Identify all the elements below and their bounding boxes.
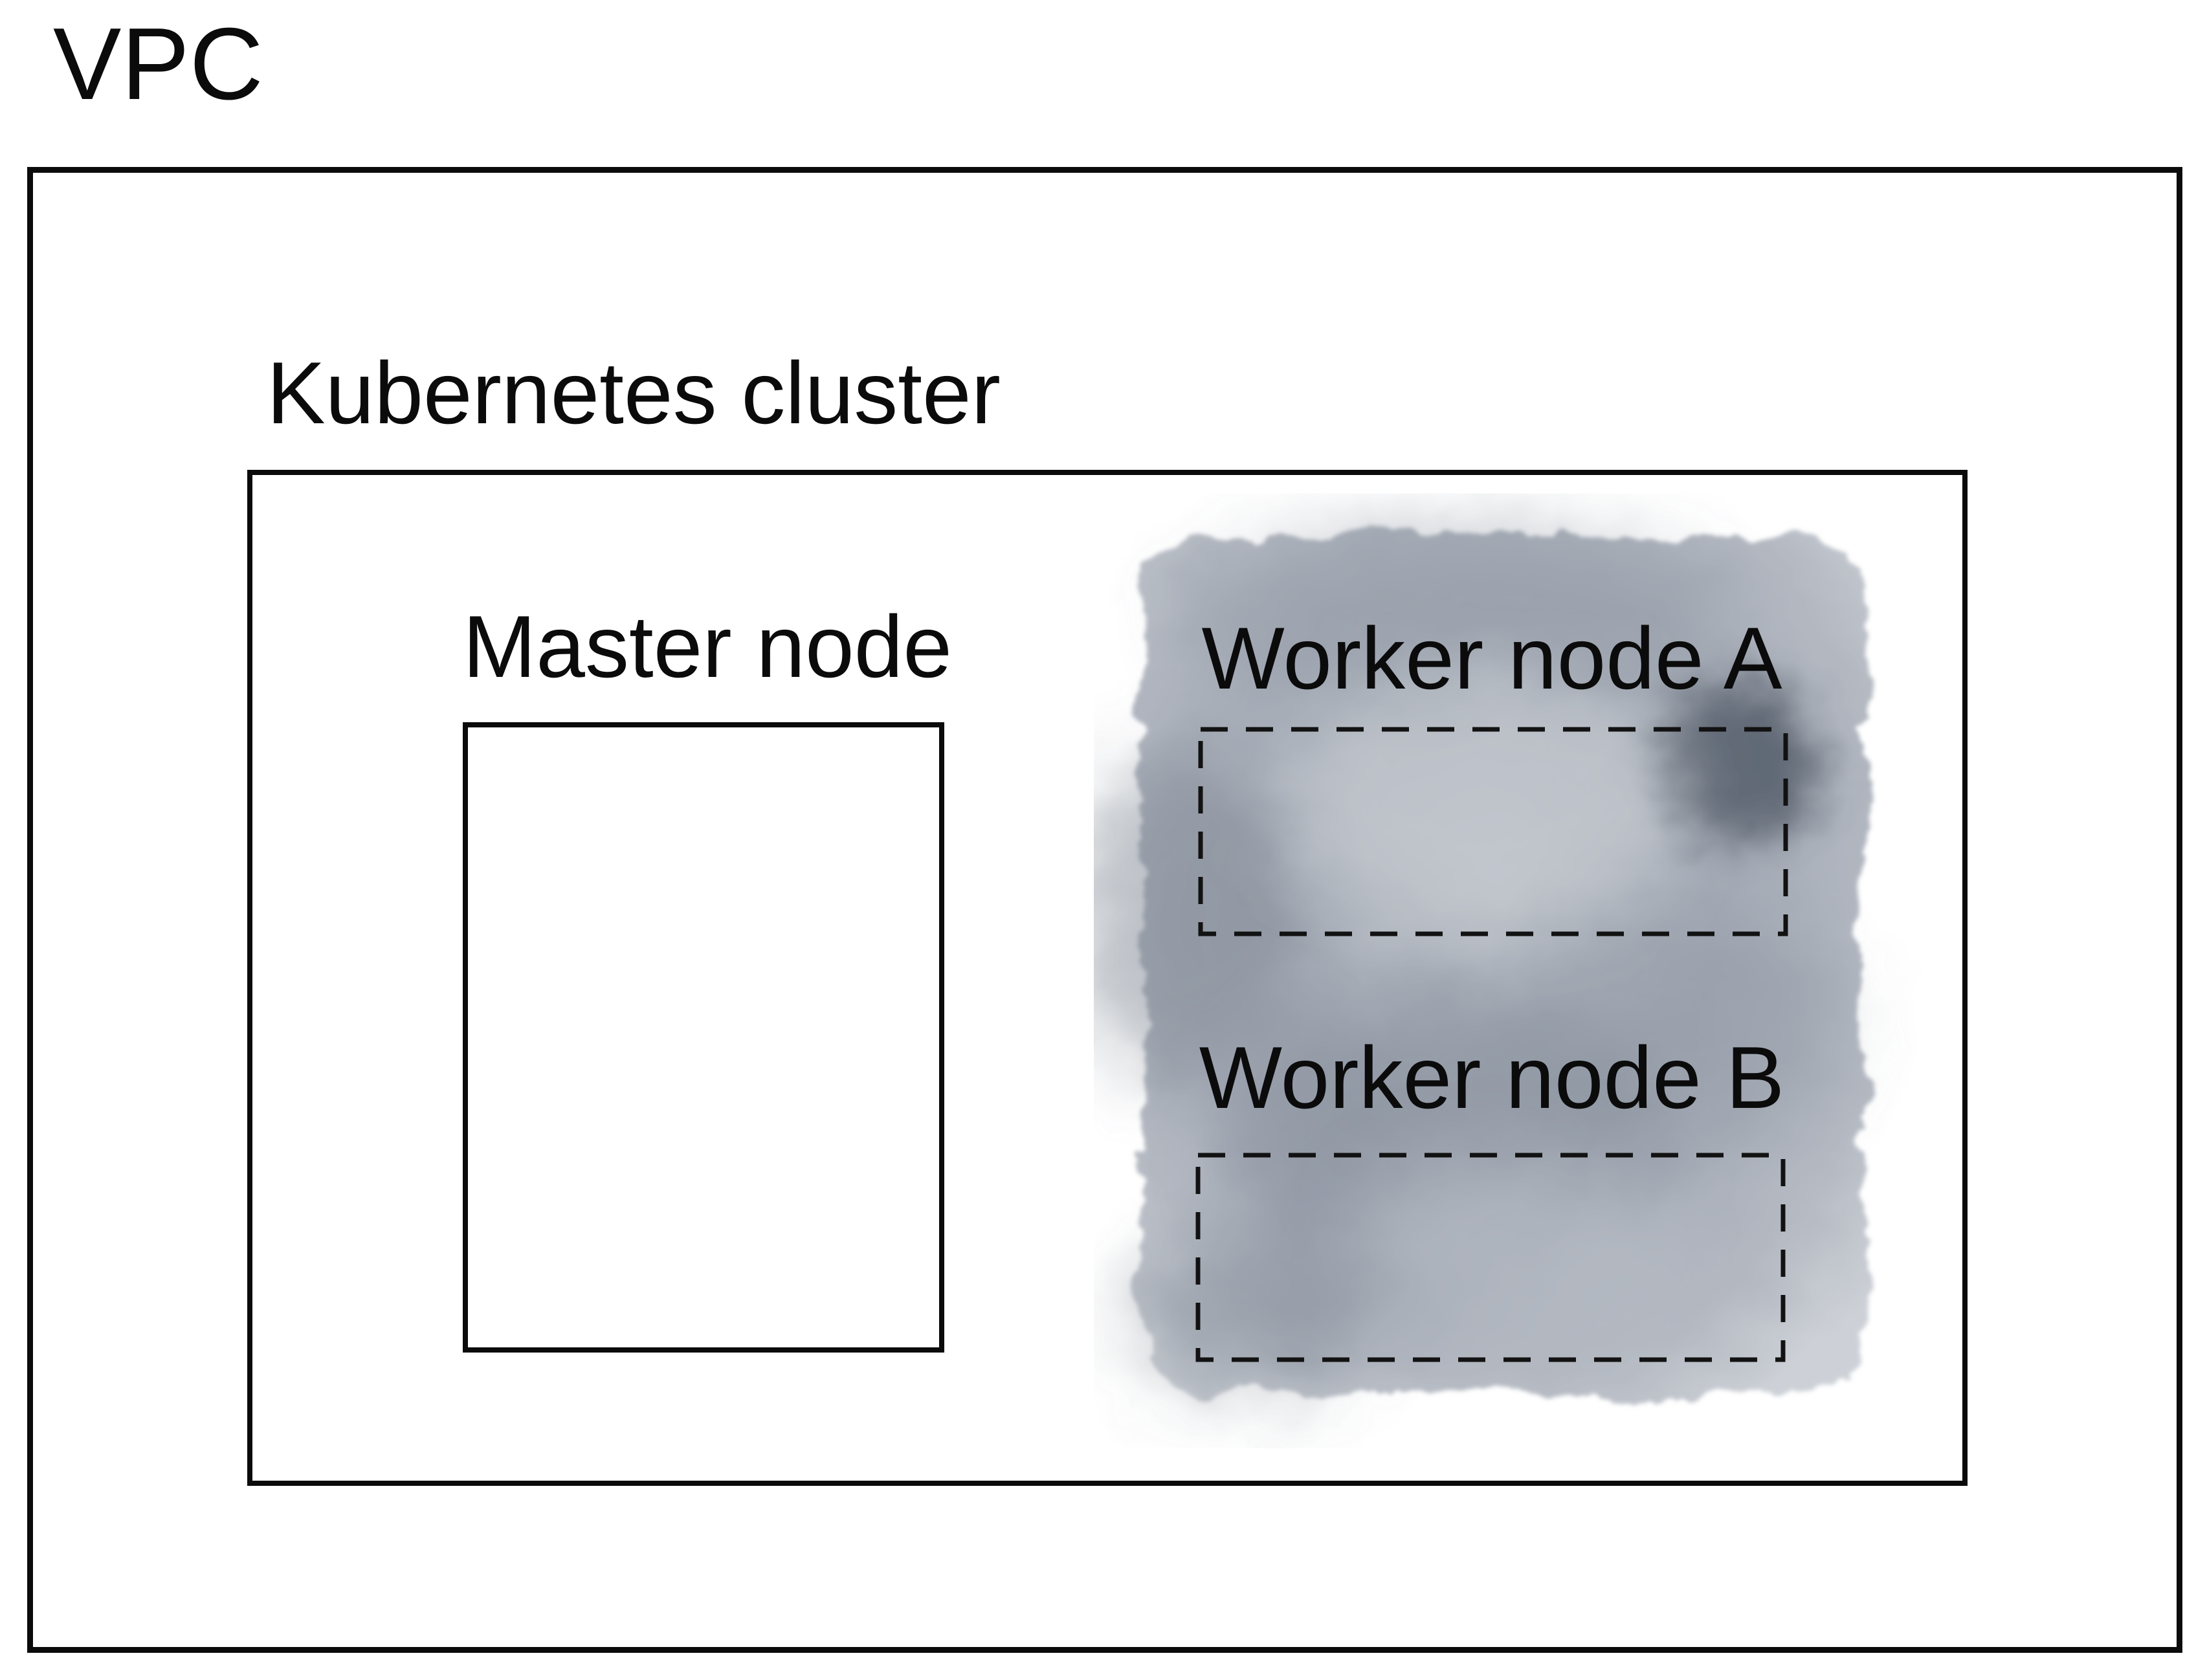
master-node-box [463, 722, 944, 1353]
worker-node-b-box [1195, 1153, 1786, 1362]
worker-node-a-label: Worker node A [1201, 609, 1782, 707]
kubernetes-cluster-label: Kubernetes cluster [267, 344, 1001, 442]
worker-node-b-label: Worker node B [1199, 1028, 1785, 1127]
watercolor-wash [1094, 523, 1864, 1397]
worker-node-a-box [1198, 727, 1788, 936]
kubernetes-cluster-box [247, 470, 1968, 1486]
master-node-label: Master node [463, 597, 952, 696]
worker-node-a-dashed-border [1198, 727, 1788, 936]
vpc-label: VPC [53, 7, 263, 121]
wash-shape [1094, 523, 1864, 1397]
vpc-boundary-box [27, 167, 2182, 1653]
worker-node-b-dashed-border [1195, 1153, 1786, 1362]
